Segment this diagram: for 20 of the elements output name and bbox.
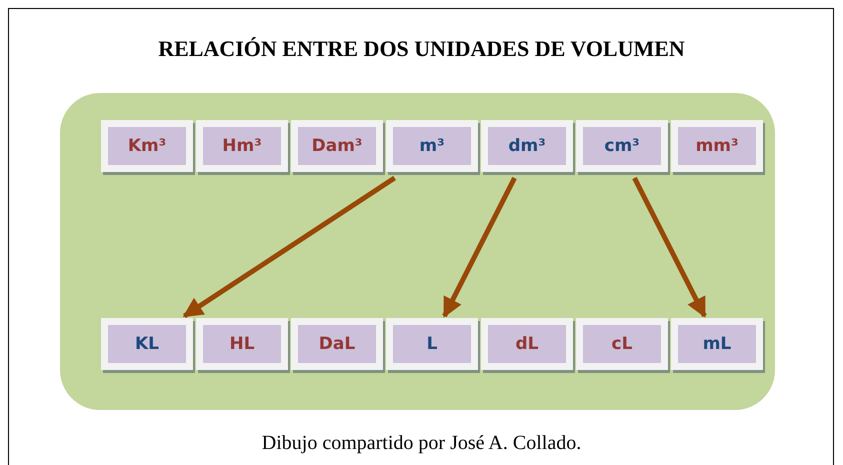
diagram-title: RELACIÓN ENTRE DOS UNIDADES DE VOLUMEN [157,36,686,62]
unit-box: cm³ [576,120,668,172]
unit-box: mL [671,318,763,370]
arrow [442,176,517,318]
unit-box: mm³ [671,120,763,172]
unit-box: dm³ [481,120,573,172]
unit-box: HL [196,318,288,370]
caption: Dibujo compartido por José A. Collado. [260,432,582,455]
unit-box: Km³ [101,120,193,172]
unit-box: Dam³ [291,120,383,172]
unit-box: KL [101,318,193,370]
unit-box: m³ [386,120,478,172]
panel-background [60,93,775,410]
unit-box: cL [576,318,668,370]
unit-box: DaL [291,318,383,370]
arrow [632,176,707,318]
unit-box: L [386,318,478,370]
unit-box: Hm³ [196,120,288,172]
arrow [182,176,396,318]
unit-box: dL [481,318,573,370]
